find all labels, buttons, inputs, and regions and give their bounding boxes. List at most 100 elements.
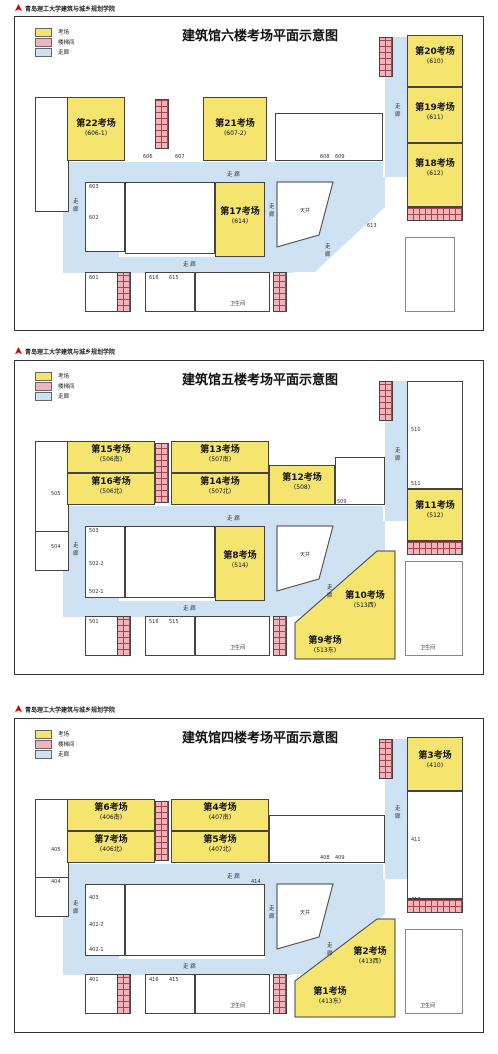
exam-room-4[interactable] (171, 799, 269, 831)
exam-room-17-label: 第17考场(614) (220, 207, 260, 225)
room-number: 603 (89, 184, 99, 190)
room-number: 415 (169, 977, 179, 983)
exam-room-6[interactable] (67, 799, 155, 831)
corridor-south (63, 959, 293, 975)
exam-room-21-label: 第21考场(607-2) (215, 119, 255, 137)
exam-room-10-9-shape[interactable] (15, 361, 483, 674)
exam-room-17[interactable] (215, 182, 265, 257)
exam-room-21[interactable] (203, 97, 267, 161)
room-outline (35, 97, 69, 212)
room-number: 509 (337, 499, 347, 505)
exam-room-5[interactable] (171, 831, 269, 863)
room-number: 501 (89, 619, 99, 625)
corridor-label: 走 廊 (73, 901, 79, 915)
legend-exam-swatch (35, 371, 52, 381)
corridor-label: 走 廊 (395, 104, 401, 118)
room-number: 403 (89, 895, 99, 901)
room-number: 608 (320, 154, 330, 160)
room-number: 503 (89, 528, 99, 534)
school-logo-icon (14, 3, 23, 11)
exam-room-14[interactable] (171, 473, 269, 505)
room-number: 502-2 (89, 561, 104, 567)
room-number: 613 (367, 223, 377, 229)
legend-corridor-label: 走廊 (58, 752, 70, 758)
exam-room-8[interactable] (215, 526, 265, 601)
corridor-label: 走 廊 (227, 516, 240, 522)
exam-room-7-label: 第7考场(406北) (94, 835, 128, 853)
school-logo-icon (14, 704, 23, 712)
corridor-label: 走 廊 (327, 943, 333, 957)
toilet (195, 616, 270, 656)
stairwell (117, 616, 131, 656)
header-floor4: 青岛理工大学建筑与城乡规划学院 (14, 703, 115, 715)
legend: 考场 楼梯间 走廊 (35, 729, 75, 759)
legend-corridor-swatch (35, 47, 52, 57)
exam-room-7[interactable] (67, 831, 155, 863)
exam-room-16-label: 第16考场(506北) (91, 477, 131, 495)
room-outline (335, 457, 385, 505)
toilet-label: 卫生间 (420, 1003, 436, 1009)
room-number: 404 (51, 879, 61, 885)
legend-exam-swatch (35, 729, 52, 739)
room-number: 401 (89, 977, 99, 983)
stairwell (117, 272, 131, 312)
stairwell (407, 207, 463, 221)
legend-corridor-label: 走廊 (58, 50, 70, 56)
room-516-515 (145, 616, 195, 656)
room-number: 502-1 (89, 589, 104, 595)
page-title: 建筑馆六楼考场平面示意图 (181, 29, 338, 44)
exam-room-16[interactable] (67, 473, 155, 505)
exam-room-18-label: 第18考场(612) (415, 159, 455, 177)
exam-room-12-label: 第12考场(508) (282, 473, 322, 491)
stairwell (155, 443, 169, 503)
room-510-511 (407, 381, 463, 489)
room-number: 511 (411, 481, 421, 487)
stairwell (155, 801, 169, 861)
exam-room-2-label: 第2考场(413西) (353, 947, 387, 965)
exam-room-1-label: 第1考场(413东) (313, 987, 347, 1005)
courtyard-label: 天井 (300, 910, 311, 916)
toilet-east (405, 929, 463, 1014)
toilet-label: 卫生间 (230, 1003, 246, 1009)
exam-room-3[interactable] (407, 737, 463, 791)
exam-room-15-label: 第15考场(506南) (91, 445, 131, 463)
header-text: 青岛理工大学建筑与城乡规划学院 (25, 706, 116, 714)
stairwell (379, 739, 393, 779)
room-number: 606 (143, 154, 153, 160)
courtyard-shape (276, 181, 334, 248)
exam-room-15[interactable] (67, 441, 155, 473)
exam-room-20-label: 第20考场(610) (415, 47, 455, 65)
exam-room-19[interactable] (407, 87, 463, 143)
exam-room-18[interactable] (407, 143, 463, 207)
exam-room-11-label: 第11考场(512) (415, 501, 455, 519)
floor4-plan: 考场 楼梯间 走廊 建筑馆四楼考场平面示意图 405 404 408 409 4… (14, 718, 484, 1033)
courtyard-shape (276, 883, 334, 950)
legend-stair-swatch (35, 381, 52, 391)
exam-room-11[interactable] (407, 489, 463, 541)
room-number: 405 (51, 847, 61, 853)
corridor-south (63, 601, 293, 617)
exam-room-12[interactable] (269, 465, 335, 505)
exam-room-13[interactable] (171, 441, 269, 473)
corridor-label: 走 廊 (269, 204, 275, 218)
toilet-label: 卫生间 (230, 301, 246, 307)
room-outline (275, 113, 383, 161)
room-number: 408 (320, 855, 330, 861)
room-number: 411 (411, 837, 421, 843)
exam-room-20[interactable] (407, 35, 463, 87)
legend-exam-label: 考场 (58, 30, 70, 36)
room-number: 515 (169, 619, 179, 625)
exam-room-19-label: 第19考场(611) (415, 103, 455, 121)
exam-room-2-1-shape[interactable] (15, 719, 483, 1032)
exam-room-22[interactable] (67, 97, 125, 161)
exam-room-4-label: 第4考场(407南) (203, 803, 237, 821)
exam-room-13-label: 第13考场(507南) (200, 445, 240, 463)
corridor-label: 走 廊 (269, 906, 275, 920)
legend: 考场 楼梯间 走廊 (35, 27, 75, 57)
toilet-label: 卫生间 (420, 645, 436, 651)
room-number: 510 (411, 427, 421, 433)
courtyard-label: 天井 (300, 552, 311, 558)
room-number: 505 (51, 491, 61, 497)
room-number: 402-1 (89, 947, 104, 953)
room-414 (125, 884, 265, 956)
